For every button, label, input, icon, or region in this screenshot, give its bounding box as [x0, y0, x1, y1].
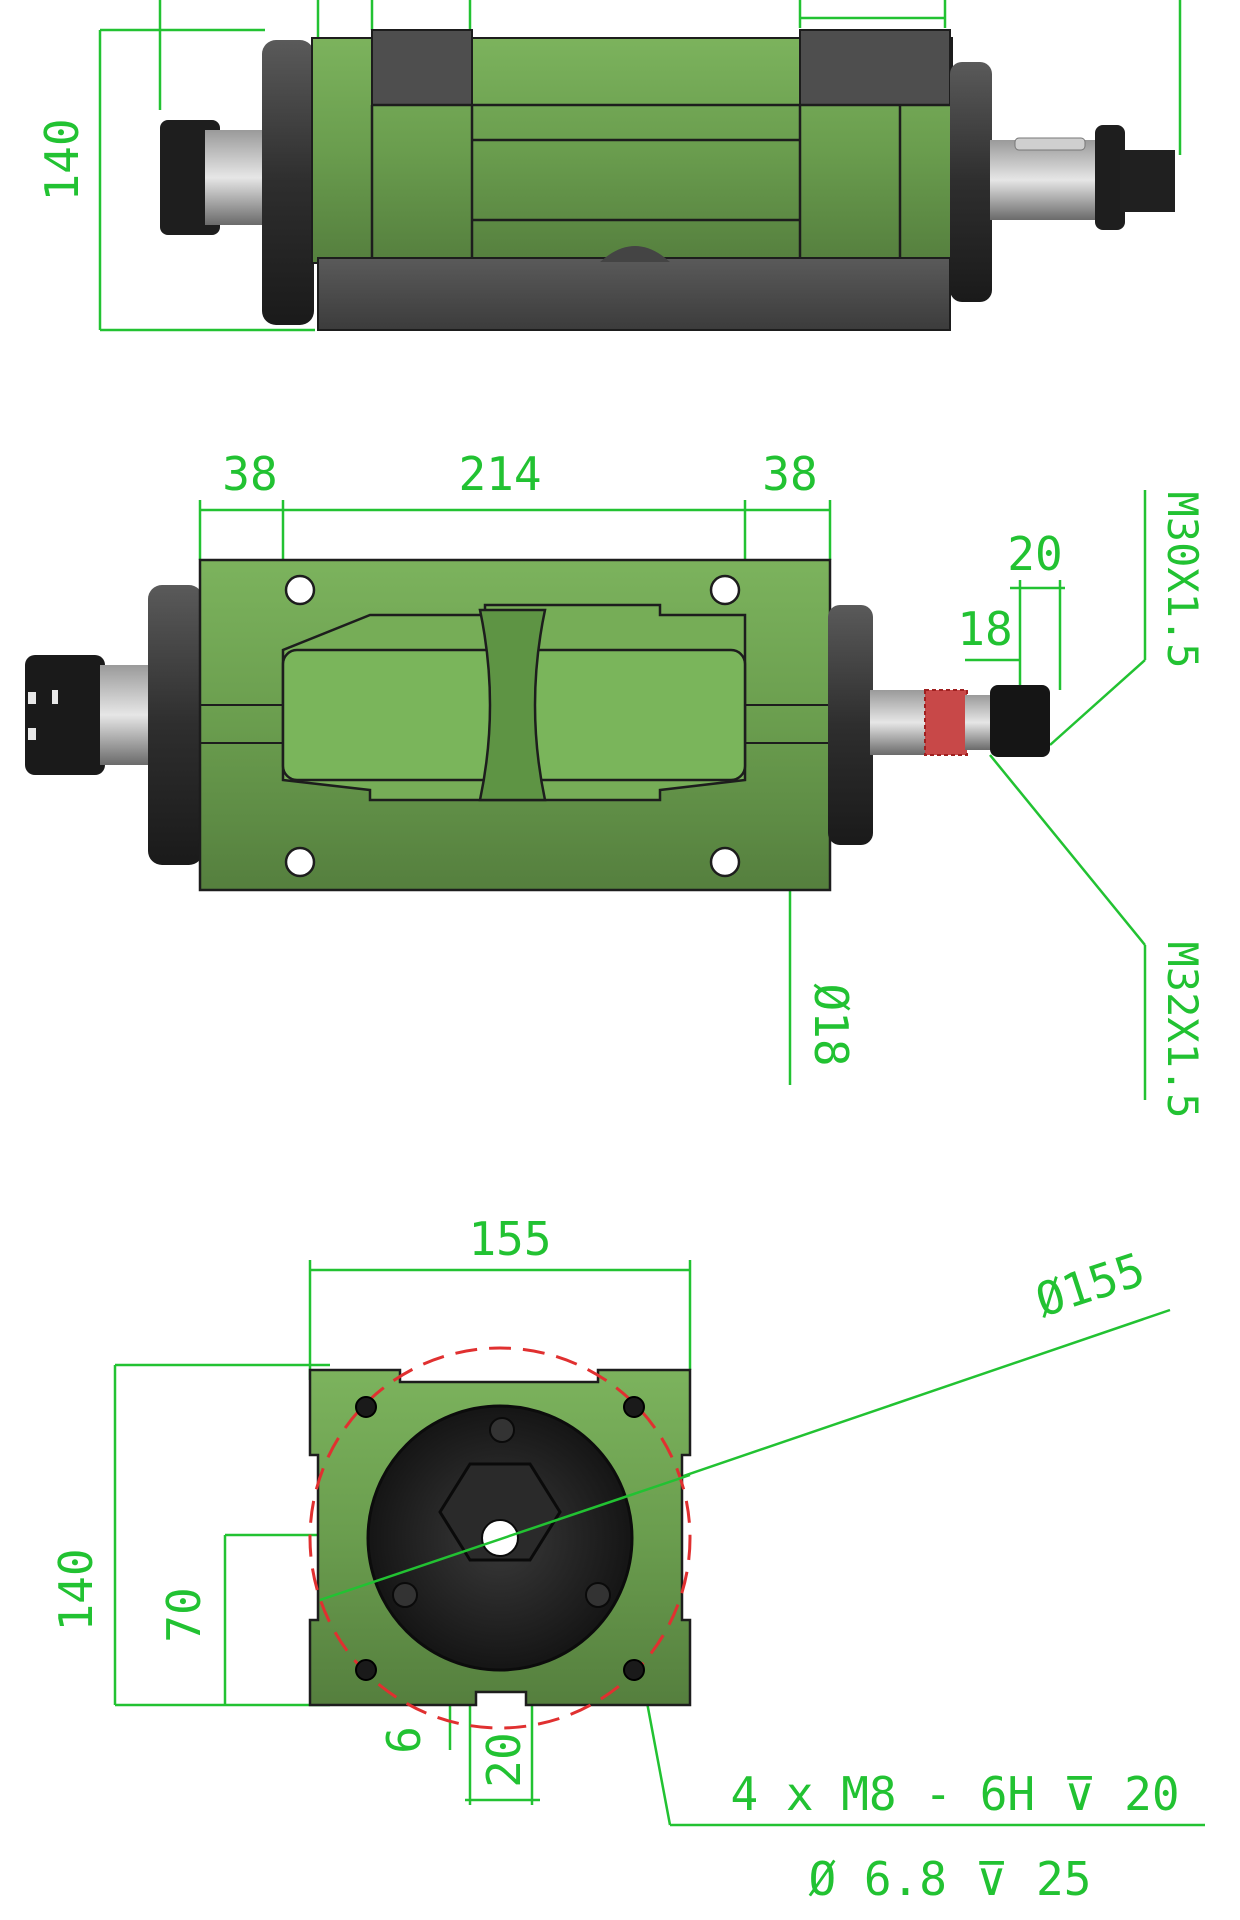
top-right-shaft	[990, 140, 1100, 220]
end-tap-hole-br	[623, 1659, 645, 1681]
side-right-flange	[828, 605, 873, 845]
end-bolt-circle-hidden	[308, 1346, 692, 1730]
side-thread-bottom-label: M32X1.5	[1158, 941, 1207, 1118]
top-pad-right	[799, 29, 951, 106]
top-thread-nut	[1095, 125, 1125, 230]
side-thread-length-18: 18	[957, 602, 1012, 656]
top-base-plate	[317, 257, 951, 331]
side-right-shaft	[870, 690, 930, 755]
end-hex-nut	[438, 1462, 562, 1562]
end-face-screw-3	[585, 1582, 611, 1608]
end-width-label: 155	[468, 1212, 551, 1266]
top-collet-shaft	[205, 130, 265, 225]
side-center-rib	[478, 608, 547, 802]
side-thread-length-20: 20	[1007, 527, 1062, 581]
top-height-label: 140	[35, 118, 89, 201]
end-bolt-circle-label: Ø155	[1029, 1242, 1151, 1328]
top-flange-label: 70	[857, 0, 912, 9]
side-left-flange	[148, 585, 203, 865]
end-face-screw-1	[489, 1417, 515, 1443]
side-view: 38 214 38 20 18 M30X1.5 M32X1.5 Ø18	[25, 447, 1207, 1119]
side-hole-br	[709, 846, 741, 878]
top-base-notch	[600, 246, 670, 262]
side-hole-tr	[709, 574, 741, 606]
end-tap-hole-bl	[355, 1659, 377, 1681]
top-view-dimension-lines	[98, 0, 1182, 332]
top-left-flange	[262, 40, 314, 325]
top-view: 140 70	[35, 0, 1182, 332]
end-slot-depth-label: 6	[377, 1726, 431, 1754]
top-right-flange	[950, 62, 992, 302]
end-slot-width-label: 20	[477, 1732, 531, 1787]
side-thread-section	[924, 689, 968, 756]
top-keyway	[1014, 137, 1086, 151]
end-height-label: 140	[49, 1548, 103, 1631]
end-view: 155 Ø155 140 70 6 20 4 x M8 - 6H ⊽ 20 Ø …	[49, 1212, 1205, 1906]
side-collet-nut	[25, 655, 105, 775]
side-center-spacing-label: 214	[458, 447, 541, 501]
side-thread-top-label: M30X1.5	[1158, 491, 1207, 668]
side-right-spacing-label: 38	[762, 447, 817, 501]
top-pad-left	[371, 29, 473, 106]
end-tap-hole-tr	[623, 1396, 645, 1418]
side-thread-end-nut	[990, 685, 1050, 757]
side-collet-body	[100, 665, 155, 765]
side-hole-tl	[284, 574, 316, 606]
side-left-spacing-label: 38	[222, 447, 277, 501]
top-thread-end	[1120, 150, 1175, 212]
side-shaft-diameter-label: Ø18	[804, 983, 858, 1066]
top-body-lines	[370, 103, 950, 258]
side-hole-bl	[284, 846, 316, 878]
side-collet-slots	[28, 690, 58, 740]
end-center-height-label: 70	[157, 1587, 211, 1642]
end-tap-hole-tl	[355, 1396, 377, 1418]
end-face-screw-2	[392, 1582, 418, 1608]
end-diameter-leader	[319, 1473, 691, 1602]
end-tap-callout: 4 x M8 - 6H ⊽ 20	[730, 1767, 1179, 1821]
end-drill-callout: Ø 6.8 ⊽ 25	[809, 1852, 1092, 1906]
